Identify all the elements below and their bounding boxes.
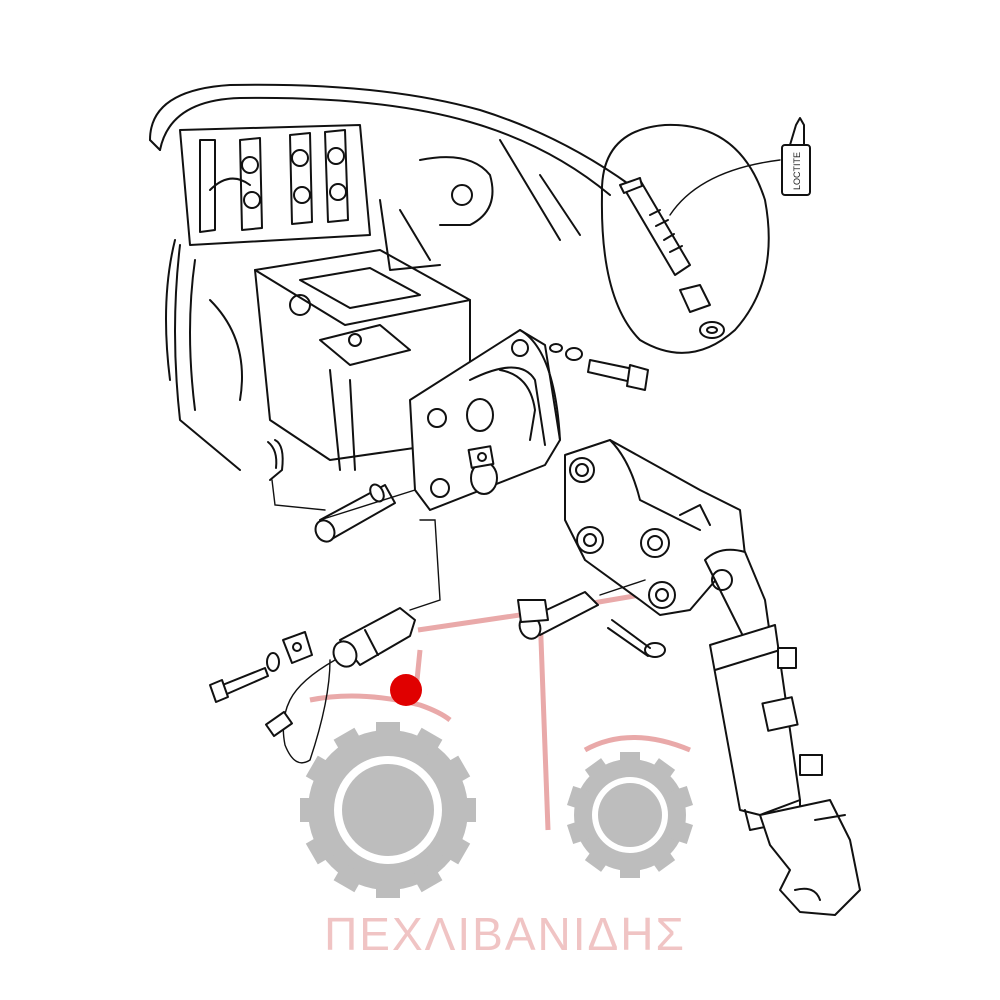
bolt-upper — [549, 343, 649, 391]
clamp-plate — [282, 631, 313, 664]
detail-callout: LOCTITE — [600, 117, 811, 354]
hydraulic-cylinder — [704, 548, 861, 916]
drawbar-support-bracket — [409, 329, 561, 511]
hotspot-marker[interactable] — [390, 674, 422, 706]
clevis-bracket — [564, 439, 746, 616]
watermark-logo: ΠΕΧΛΙΒΑΝΙΔΗΣ — [300, 592, 694, 960]
loctite-tube-icon: LOCTITE — [781, 117, 811, 196]
r-clip — [607, 619, 666, 658]
bolt-lower-left — [209, 652, 280, 703]
headed-pin — [517, 591, 599, 640]
watermark-gear-large — [300, 722, 476, 898]
drawbar-pin — [267, 439, 416, 543]
watermark-gear-small — [566, 752, 694, 878]
leader-pin-to-bracket — [409, 519, 441, 611]
leader-headed-pin — [599, 579, 646, 596]
sensor-pin — [264, 607, 416, 764]
watermark-text: ΠΕΧΛΙΒΑΝΙΔΗΣ — [324, 908, 686, 960]
loctite-label: LOCTITE — [792, 152, 802, 190]
